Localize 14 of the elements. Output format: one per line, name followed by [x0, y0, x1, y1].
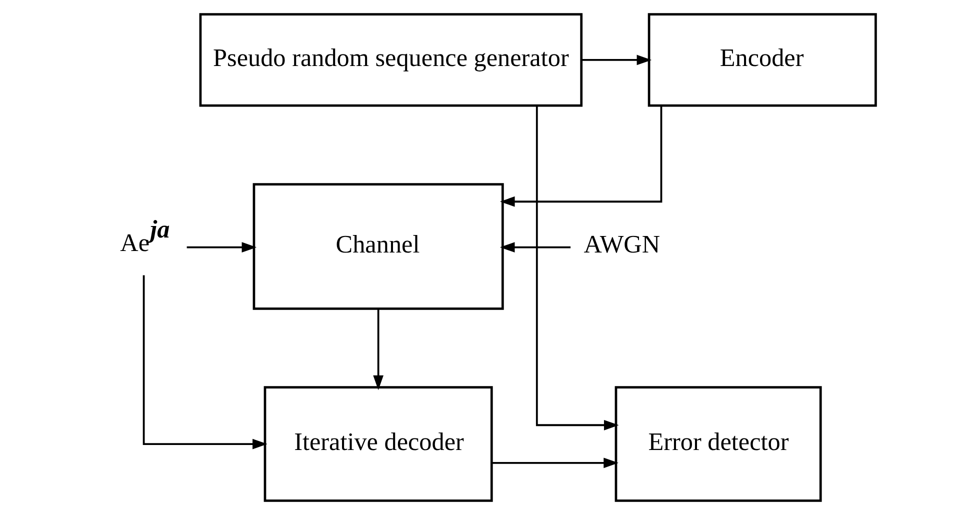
arrow — [186, 242, 257, 252]
node-box: Encoder — [648, 13, 877, 107]
node-text: AWGN — [584, 231, 660, 258]
arrow — [500, 242, 571, 252]
arrow — [373, 308, 384, 390]
node-box: Channel — [252, 183, 504, 310]
node-box: Error detector — [614, 386, 822, 502]
node-box: Iterative decoder — [264, 386, 493, 502]
arrow — [500, 106, 662, 207]
node-box: Pseudo random sequence generator — [199, 13, 583, 107]
arrow — [536, 106, 619, 430]
arrow — [492, 458, 618, 468]
arrow — [582, 54, 652, 66]
arrow — [142, 275, 268, 450]
